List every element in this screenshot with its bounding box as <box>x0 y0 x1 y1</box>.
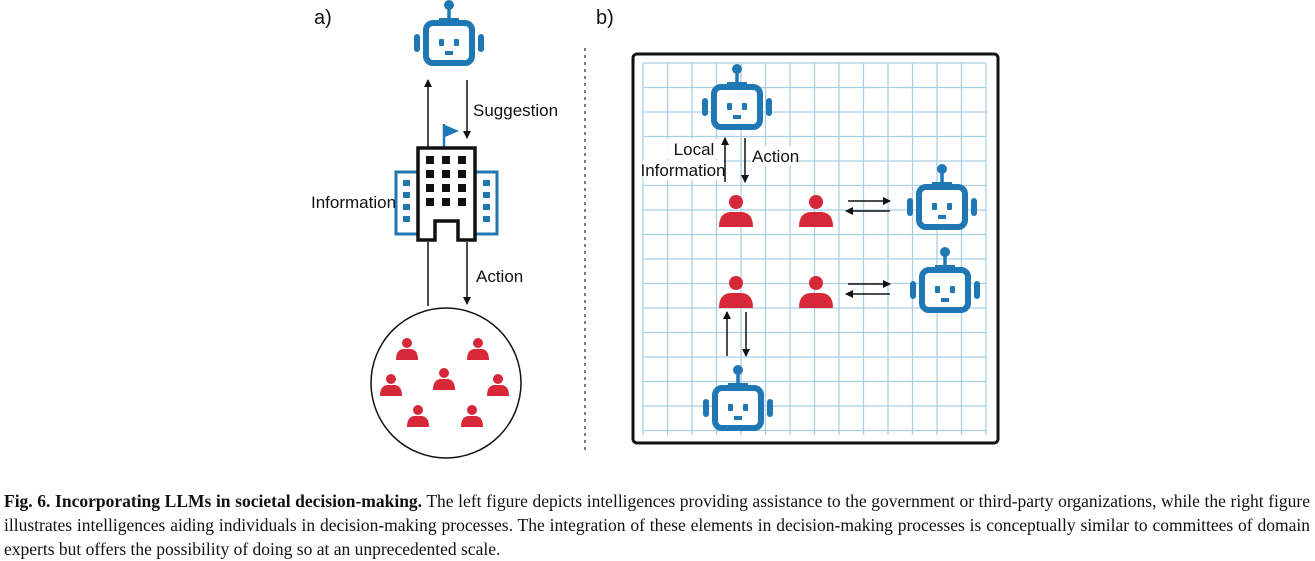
suggestion-label: Suggestion <box>473 101 558 120</box>
local-information-label: Local Information <box>640 139 726 180</box>
caption-text: The left figure depicts intelligences pr… <box>4 491 1311 559</box>
flag-icon <box>442 124 459 148</box>
caption-label: Fig. 6. Incorporating LLMs in societal d… <box>4 491 423 511</box>
action-label-b: Action <box>752 147 799 166</box>
figure-caption: Fig. 6. Incorporating LLMs in societal d… <box>4 489 1310 561</box>
action-label-a: Action <box>476 267 523 286</box>
panel-b-label: b) <box>596 7 614 29</box>
grid-board <box>631 52 1000 445</box>
figure: a) Suggestion Information Action <box>311 0 1000 459</box>
robot-icon <box>414 0 484 63</box>
panel-a-label: a) <box>314 7 332 29</box>
svg-text:Information: Information <box>640 161 725 180</box>
information-label: Information <box>311 193 396 212</box>
svg-text:Local: Local <box>674 140 715 159</box>
building-icon <box>394 146 499 242</box>
